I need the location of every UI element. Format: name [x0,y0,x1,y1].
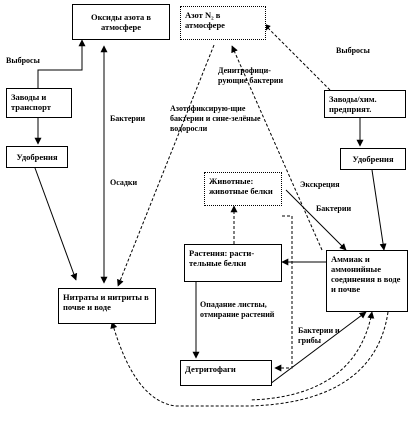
node-fertilizers-right: Удобрения [340,148,406,170]
label-emissions-right: Выбросы [336,46,370,55]
label-leaf-fall: Опадание листвы, отмирание растений [200,300,275,319]
node-ammonia: Аммиак и аммонийные соединения в воде и … [326,250,408,312]
arrow-bottom-loop [110,311,389,407]
node-detritivores: Детритофаги [180,360,272,386]
node-industrial-plants: Заводы/хим. предприят. [324,90,406,118]
arrow-detritivores-to-ammonia [269,311,367,385]
label-emissions-left: Выбросы [6,56,40,65]
arrow-fertilizers-to-nitrates [34,167,78,281]
arrow-plants-to-oxides [37,39,86,88]
node-nitrogen-oxides: Оксиды азота в атмосфере [72,4,170,40]
arrow-bottom-loop-inner [249,311,375,401]
label-bacteria-1: Бактерии [110,114,146,123]
node-nitrates: Нитраты и нитриты в почве и воде [58,288,156,324]
arrow-fertilizers-to-ammonia [371,169,387,251]
node-nitrogen-atmosphere: Азот N₂ в атмосфере [180,6,266,40]
node-plant-proteins: Растения: расти-тельные белки [184,244,282,282]
arrow-animals-to-detritivores [274,215,293,372]
arrow-nitrogen-to-nitrates [117,44,215,287]
label-precipitation: Осадки [110,178,138,187]
node-plants-transport: Заводы и транспорт [6,88,72,118]
label-bacteria-2: Бактерии [316,204,352,213]
label-nitrogen-fixing: Азотофиксирую-щие бактерии и сине-зелёны… [170,104,261,133]
label-excretion: Экскреция [300,180,340,189]
node-fertilizers-left: Удобрения [6,146,68,168]
node-animal-proteins: Животные: животные белки [204,172,282,206]
label-bacteria-fungi: Бактерии и грибы [298,326,340,345]
arrow-industry-to-nitrogen [263,23,331,91]
label-denitrifying: Денитрофици-рующие бактерии [218,66,284,85]
arrow-ammonia-to-nitrogen [231,45,323,251]
arrow-animals-to-ammonia [285,189,347,251]
